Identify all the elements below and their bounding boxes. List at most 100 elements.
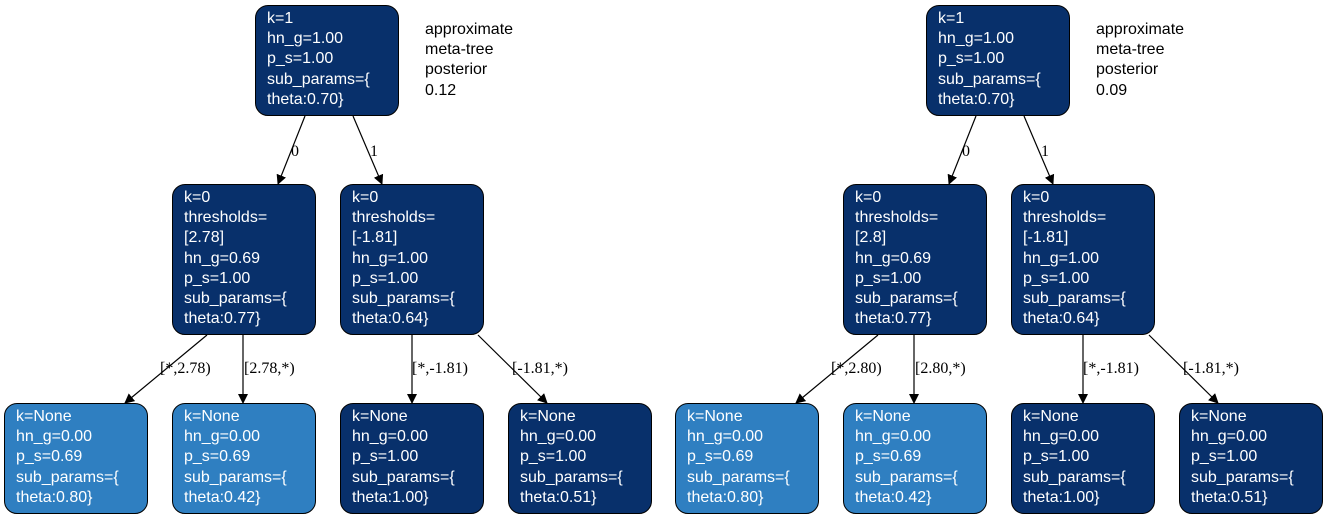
edge-label: [*,2.80) bbox=[831, 360, 882, 377]
caption-line: posterior bbox=[425, 61, 488, 79]
node-line: sub_params={ bbox=[855, 468, 958, 486]
node-line: [-1.81] bbox=[1023, 229, 1069, 247]
edge-arrow bbox=[947, 115, 977, 185]
node-line: p_s=1.00 bbox=[1023, 448, 1090, 466]
node-line: sub_params={ bbox=[938, 70, 1041, 88]
caption-line: approximate bbox=[425, 21, 514, 38]
node-line: sub_params={ bbox=[267, 70, 370, 88]
node-line: p_s=0.69 bbox=[687, 448, 754, 466]
edge-arrow bbox=[795, 334, 879, 404]
caption-line: 0.09 bbox=[1096, 81, 1128, 99]
node-line: k=None bbox=[520, 408, 576, 425]
caption-line: 0.12 bbox=[425, 81, 457, 99]
node-line: p_s=1.00 bbox=[938, 50, 1005, 68]
edge-label: [*,2.78) bbox=[160, 360, 211, 377]
node-line: k=0 bbox=[352, 189, 379, 206]
node-line: theta:0.80} bbox=[687, 488, 764, 506]
node-line: k=None bbox=[352, 408, 408, 425]
node-line: thresholds= bbox=[1023, 209, 1107, 227]
node-line: sub_params={ bbox=[16, 468, 119, 486]
node-line: sub_params={ bbox=[352, 290, 455, 308]
node-line: hn_g=0.00 bbox=[16, 428, 93, 446]
node-line: p_s=1.00 bbox=[352, 269, 419, 287]
leaf-node: k=None hn_g=0.00 p_s=0.69 sub_params={theta… bbox=[4, 403, 148, 514]
node-line: p_s=0.69 bbox=[184, 448, 251, 466]
node-line: theta:0.51} bbox=[1191, 488, 1268, 506]
node-line: k=1 bbox=[267, 10, 294, 27]
node-line: thresholds= bbox=[184, 209, 268, 227]
caption-line: approximate bbox=[1096, 21, 1185, 38]
node-line: sub_params={ bbox=[1023, 290, 1126, 308]
node-line: hn_g=0.69 bbox=[184, 249, 261, 267]
node-line: hn_g=1.00 bbox=[938, 30, 1015, 48]
node-line: thresholds= bbox=[352, 209, 436, 227]
edge-label: 1 bbox=[370, 143, 378, 160]
node-line: sub_params={ bbox=[1191, 468, 1294, 486]
node-line: k=0 bbox=[855, 189, 882, 206]
node-line: k=None bbox=[855, 408, 911, 425]
node-line: hn_g=0.00 bbox=[855, 428, 932, 446]
node-line: sub_params={ bbox=[352, 468, 455, 486]
node-line: p_s=1.00 bbox=[1191, 448, 1258, 466]
node-line: hn_g=0.00 bbox=[1191, 428, 1268, 446]
edge-label: [-1.81,*) bbox=[1183, 360, 1239, 377]
node-line: p_s=0.69 bbox=[16, 448, 83, 466]
node-line: hn_g=0.69 bbox=[855, 249, 932, 267]
node-line: sub_params={ bbox=[520, 468, 623, 486]
node-line: [2.8] bbox=[855, 229, 887, 247]
edge-arrow bbox=[124, 334, 208, 404]
node-line: hn_g=0.00 bbox=[687, 428, 764, 446]
node-line: p_s=1.00 bbox=[267, 50, 334, 68]
node-line: hn_g=1.00 bbox=[267, 30, 344, 48]
edge-arrow bbox=[477, 334, 548, 404]
node-line: p_s=1.00 bbox=[855, 269, 922, 287]
node-line: thresholds= bbox=[855, 209, 939, 227]
edge-label: [2.80,*) bbox=[915, 360, 966, 377]
node-line: theta:0.64} bbox=[352, 310, 429, 328]
node-line: theta:0.80} bbox=[16, 488, 93, 506]
edge-label: 0 bbox=[962, 143, 970, 160]
node-line: p_s=1.00 bbox=[184, 269, 251, 287]
leaf-node: k=None hn_g=0.00 p_s=1.00 sub_params={theta… bbox=[1179, 403, 1323, 514]
edge-arrow bbox=[1023, 115, 1055, 185]
node-line: theta:0.70} bbox=[938, 90, 1015, 108]
leaf-node: k=None hn_g=0.00 p_s=0.69 sub_params={theta… bbox=[843, 403, 987, 514]
node-line: k=0 bbox=[1023, 189, 1050, 206]
node-line: sub_params={ bbox=[184, 290, 287, 308]
node-line: k=None bbox=[1191, 408, 1247, 425]
node-line: k=None bbox=[1023, 408, 1079, 425]
node-line: sub_params={ bbox=[855, 290, 958, 308]
node-line: k=None bbox=[687, 408, 743, 425]
node-line: p_s=1.00 bbox=[520, 448, 587, 466]
node-line: hn_g=0.00 bbox=[520, 428, 597, 446]
edge-label: [*,-1.81) bbox=[412, 360, 468, 377]
node-line: theta:1.00} bbox=[352, 488, 429, 506]
node-line: sub_params={ bbox=[687, 468, 790, 486]
node-line: theta:0.42} bbox=[855, 488, 932, 506]
leaf-node: k=None hn_g=0.00 p_s=0.69 sub_params={theta… bbox=[675, 403, 819, 514]
node-line: k=None bbox=[16, 408, 72, 425]
leaf-node: k=None hn_g=0.00 p_s=1.00 sub_params={theta… bbox=[340, 403, 484, 514]
node-line: theta:1.00} bbox=[1023, 488, 1100, 506]
node-line: hn_g=0.00 bbox=[352, 428, 429, 446]
edge-arrow bbox=[1148, 334, 1219, 404]
caption-line: meta-tree bbox=[1096, 41, 1165, 59]
node-line: sub_params={ bbox=[1023, 468, 1126, 486]
internal-node: k=0 thresholds= [2.8] hn_g=0.69 p_s=1.00 sub_… bbox=[843, 184, 987, 335]
node-line: p_s=0.69 bbox=[855, 448, 922, 466]
node-line: theta:0.64} bbox=[1023, 310, 1100, 328]
node-line: theta:0.77} bbox=[855, 310, 932, 328]
node-line: p_s=1.00 bbox=[352, 448, 419, 466]
edge-arrow bbox=[352, 115, 384, 185]
